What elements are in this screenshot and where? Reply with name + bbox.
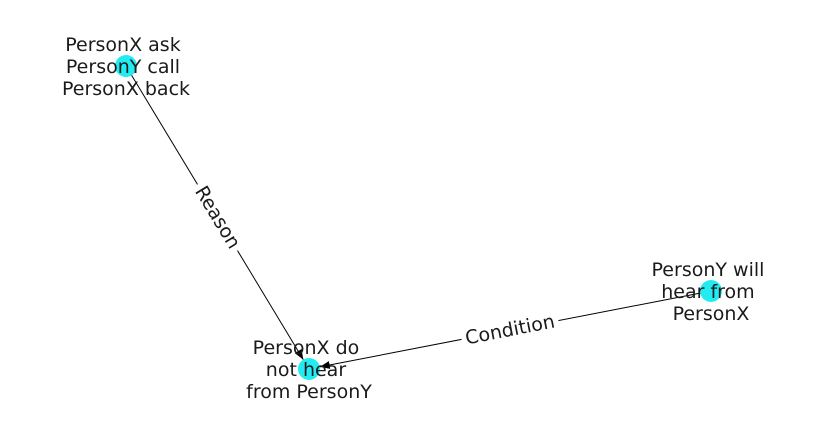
node-label-line: from PersonY [246, 381, 372, 403]
edge-label-reason: Reason [187, 178, 248, 257]
node-person-y-will-hear[interactable] [700, 280, 722, 302]
node-label-line: PersonX back [62, 78, 190, 100]
node-label-line: hear from [661, 281, 754, 303]
node-label-line: PersonX [673, 303, 750, 325]
node-labels: PersonX ask PersonY call PersonX back Pe… [62, 34, 771, 403]
node-label: PersonY will hear from PersonX [652, 259, 771, 325]
edge-label-background [187, 178, 248, 257]
node-label: PersonX do not hear from PersonY [246, 337, 372, 403]
node-label-line: PersonX do [253, 337, 360, 359]
node-label-line: PersonY will [652, 259, 765, 281]
node-label-line: PersonX ask [65, 34, 180, 56]
edge-label-condition: Condition [459, 308, 561, 352]
node-label-line: PersonY call [66, 56, 180, 78]
node-label-line: not hear [266, 359, 347, 381]
node-label: PersonX ask PersonY call PersonX back [62, 34, 190, 100]
node-person-x-ask-person-y-call-back[interactable] [115, 55, 137, 77]
edge-label-text: Reason [190, 182, 245, 253]
node-person-x-do-not-hear[interactable] [298, 358, 320, 380]
edge-label-background [459, 308, 561, 352]
nodes [115, 55, 722, 380]
edge-label-text: Condition [463, 311, 556, 350]
